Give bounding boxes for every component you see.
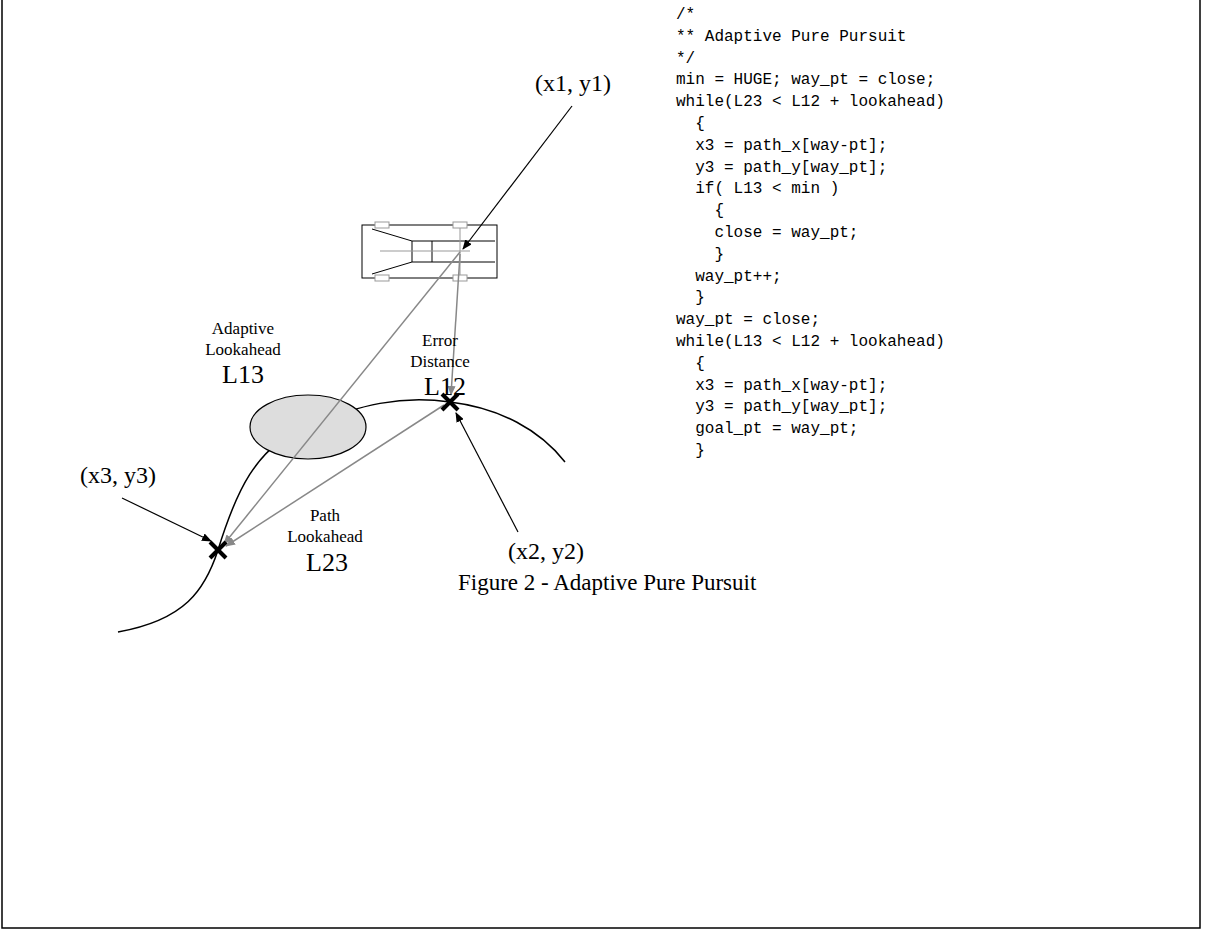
- point-label: (x3, y3): [80, 462, 156, 490]
- code-line: while(L13 < L12 + lookahead): [676, 333, 945, 351]
- code-line: }: [676, 442, 705, 460]
- line-label: Adaptive Lookahead: [200, 318, 286, 361]
- code-line: ** Adaptive Pure Pursuit: [676, 28, 906, 46]
- code-line: */: [676, 50, 695, 68]
- figure-frame: [2, 0, 1200, 928]
- code-line: close = way_pt;: [676, 224, 858, 242]
- figure-caption: Figure 2 - Adaptive Pure Pursuit: [458, 570, 756, 596]
- code-line: way_pt = close;: [676, 311, 820, 329]
- distance-symbol: L23: [306, 548, 348, 578]
- code-line: x3 = path_x[way-pt];: [676, 377, 887, 395]
- code-line: }: [676, 289, 705, 307]
- code-line: min = HUGE; way_pt = close;: [676, 71, 935, 89]
- distance-symbol: L12: [424, 372, 466, 402]
- code-line: y3 = path_y[way_pt];: [676, 159, 887, 177]
- point-label: (x2, y2): [508, 538, 584, 566]
- code-line: /*: [676, 6, 695, 24]
- code-line: {: [676, 115, 705, 133]
- code-line: {: [676, 355, 705, 373]
- leader-lines: [122, 106, 572, 541]
- point-label: (x1, y1): [535, 70, 611, 98]
- code-line: x3 = path_x[way-pt];: [676, 137, 887, 155]
- code-line: while(L23 < L12 + lookahead): [676, 93, 945, 111]
- code-line: way_pt++;: [676, 268, 782, 286]
- code-line: y3 = path_y[way_pt];: [676, 398, 887, 416]
- code-line: }: [676, 246, 724, 264]
- distance-symbol: L13: [222, 360, 264, 390]
- code-line: goal_pt = way_pt;: [676, 420, 858, 438]
- code-line: {: [676, 202, 724, 220]
- point-marks: [210, 394, 458, 558]
- code-line: if( L13 < min ): [676, 180, 839, 198]
- line-label: Error Distance: [400, 330, 480, 373]
- line-label: Path Lookahead: [282, 505, 368, 548]
- lookahead-ellipse: [250, 395, 366, 459]
